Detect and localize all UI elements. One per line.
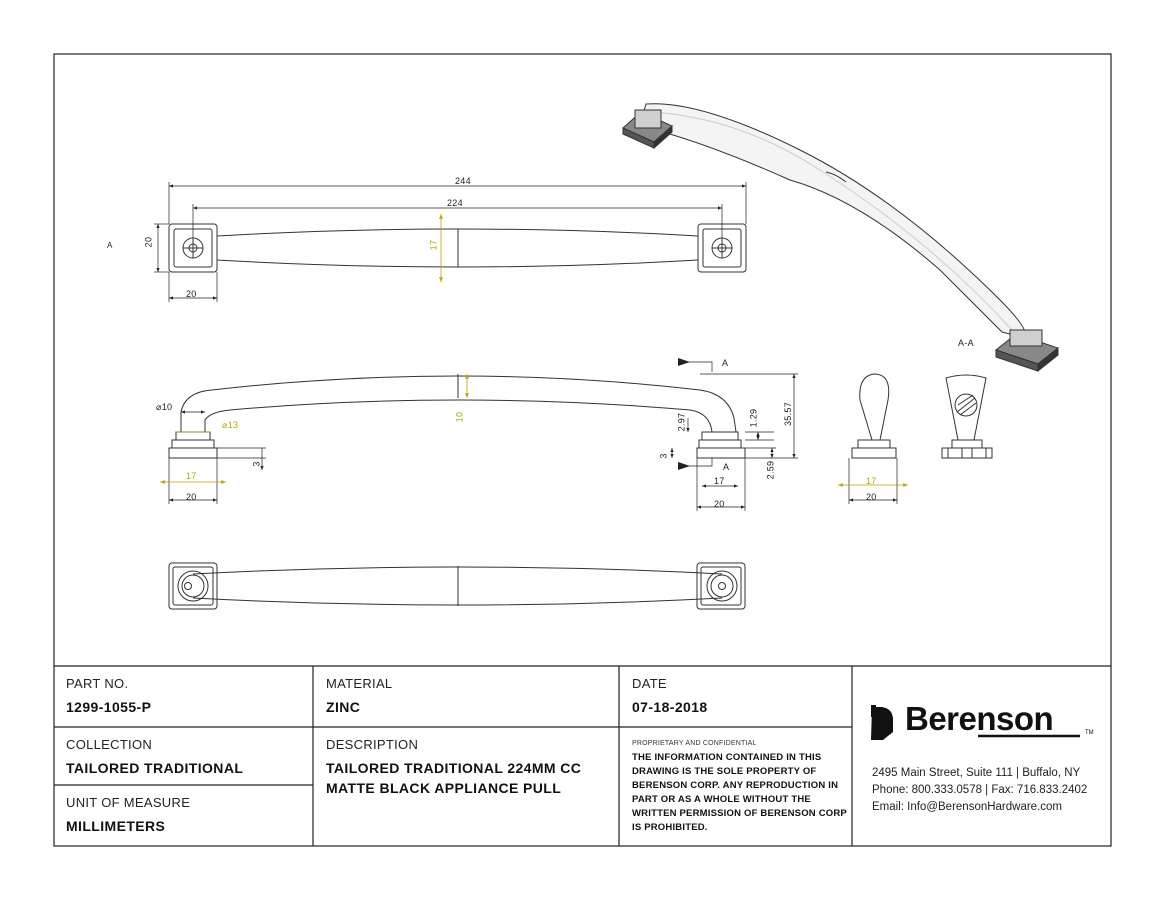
material-value: ZINC (326, 699, 361, 715)
section-mark-left: A (107, 241, 113, 250)
section-arrow-icon (678, 358, 690, 366)
trademark: TM (1085, 730, 1094, 736)
brand-name: Berenson (905, 700, 1054, 737)
collection-value: TAILORED TRADITIONAL (66, 760, 244, 776)
dim-post-dia: ⌀13 (222, 420, 239, 430)
dim-grip-dia: ⌀10 (156, 402, 173, 412)
section-label: A-A (958, 338, 974, 348)
description-line2: MATTE BLACK APPLIANCE PULL (326, 780, 562, 796)
dim-grip-height: 17 (428, 239, 439, 251)
section-arrow-icon (678, 462, 690, 470)
dim-right-outer: 20 (714, 499, 725, 509)
part-no-value: 1299-1055-P (66, 699, 152, 715)
dim-side-outer: 20 (866, 492, 877, 502)
dim-height-top: 2.97 (676, 412, 687, 432)
dim-sweep: 10 (454, 411, 465, 423)
dim-base-width: 20 (186, 289, 197, 299)
company-address: 2495 Main Street, Suite 111 | Buffalo, N… (872, 767, 1081, 779)
dim-right-inner: 17 (714, 476, 725, 486)
dim-base-height: 20 (143, 236, 154, 248)
proprietary-notice: THE INFORMATION CONTAINED IN THIS DRAWIN… (632, 752, 847, 833)
dim-total-height: 35.57 (783, 401, 794, 427)
top-view (168, 223, 747, 273)
sheet-border (53, 53, 1112, 847)
company-email[interactable]: Email: Info@BerensonHardware.com (872, 801, 1063, 813)
dim-front-outer: 20 (186, 492, 197, 502)
title-block (54, 665, 1111, 846)
dim-center-to-center: 224 (447, 198, 463, 208)
mount-screw-icon (182, 237, 204, 259)
dim-height-step: 1.29 (748, 408, 759, 428)
screw-hole-icon (184, 582, 192, 590)
dim-right-thickness: 3 (658, 453, 669, 459)
dim-base-thickness: 3 (251, 461, 262, 467)
front-view (168, 374, 746, 459)
section-mark-top: A (722, 358, 729, 368)
description-line1: TAILORED TRADITIONAL 224MM CC (326, 760, 582, 776)
section-mark-bottom: A (723, 462, 730, 472)
part-no-label: PART NO. (66, 676, 129, 691)
uom-value: MILLIMETERS (66, 818, 166, 834)
date-value: 07-18-2018 (632, 699, 708, 715)
section-view (941, 374, 993, 459)
dim-base-step: 2.59 (765, 460, 776, 480)
proprietary-heading: PROPRIETARY AND CONFIDENTIAL (632, 740, 757, 747)
dim-overall-length: 244 (455, 176, 471, 186)
screw-hole-icon (718, 582, 726, 590)
description-label: DESCRIPTION (326, 737, 419, 752)
date-label: DATE (632, 676, 667, 691)
side-view (851, 373, 897, 459)
bottom-view (168, 562, 746, 610)
dim-front-inner: 17 (186, 471, 197, 481)
isometric-view (622, 103, 1060, 373)
uom-label: UNIT OF MEASURE (66, 795, 191, 810)
dim-side-inner: 17 (866, 476, 877, 486)
collection-label: COLLECTION (66, 737, 153, 752)
berenson-logo-icon (871, 705, 1080, 740)
material-label: MATERIAL (326, 676, 393, 691)
company-phone: Phone: 800.333.0578 | Fax: 716.833.2402 (872, 784, 1088, 796)
